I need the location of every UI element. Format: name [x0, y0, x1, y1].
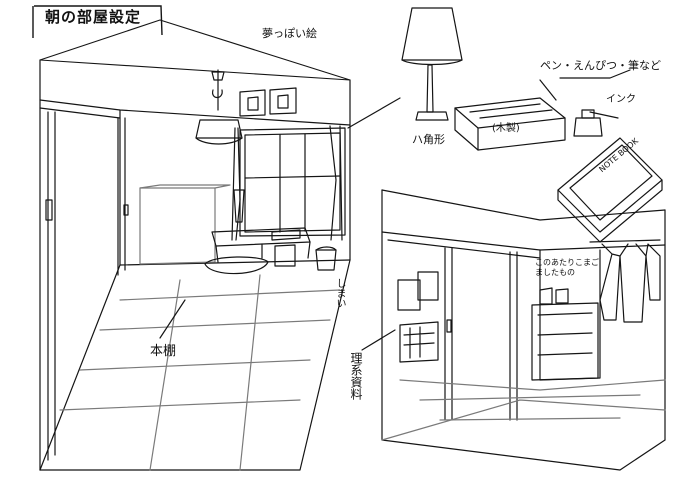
ink-label: インク: [606, 94, 636, 105]
page-title: 朝の部屋設定: [45, 8, 142, 26]
bookshelf-label: 本棚: [150, 344, 177, 359]
right-room: [381, 189, 666, 471]
connector-line: [347, 97, 401, 129]
wooden-box-label: (木製): [492, 123, 520, 134]
desk-detail: [401, 7, 663, 243]
lamp-label: ハ角形: [412, 133, 445, 146]
closet-note: このあたりこまごましたもの: [535, 258, 599, 277]
left-room: [39, 19, 351, 471]
title-box: [32, 4, 163, 38]
pens-label: ペン・えんぴつ・筆など: [540, 59, 661, 72]
science-leader: [361, 329, 396, 351]
painting-label: 夢っぽい絵: [262, 27, 317, 40]
title-frame: [32, 5, 163, 38]
science-label: 理系資料: [349, 352, 363, 400]
side-note: しまい: [334, 278, 345, 308]
bookshelf-leader: [159, 299, 186, 339]
